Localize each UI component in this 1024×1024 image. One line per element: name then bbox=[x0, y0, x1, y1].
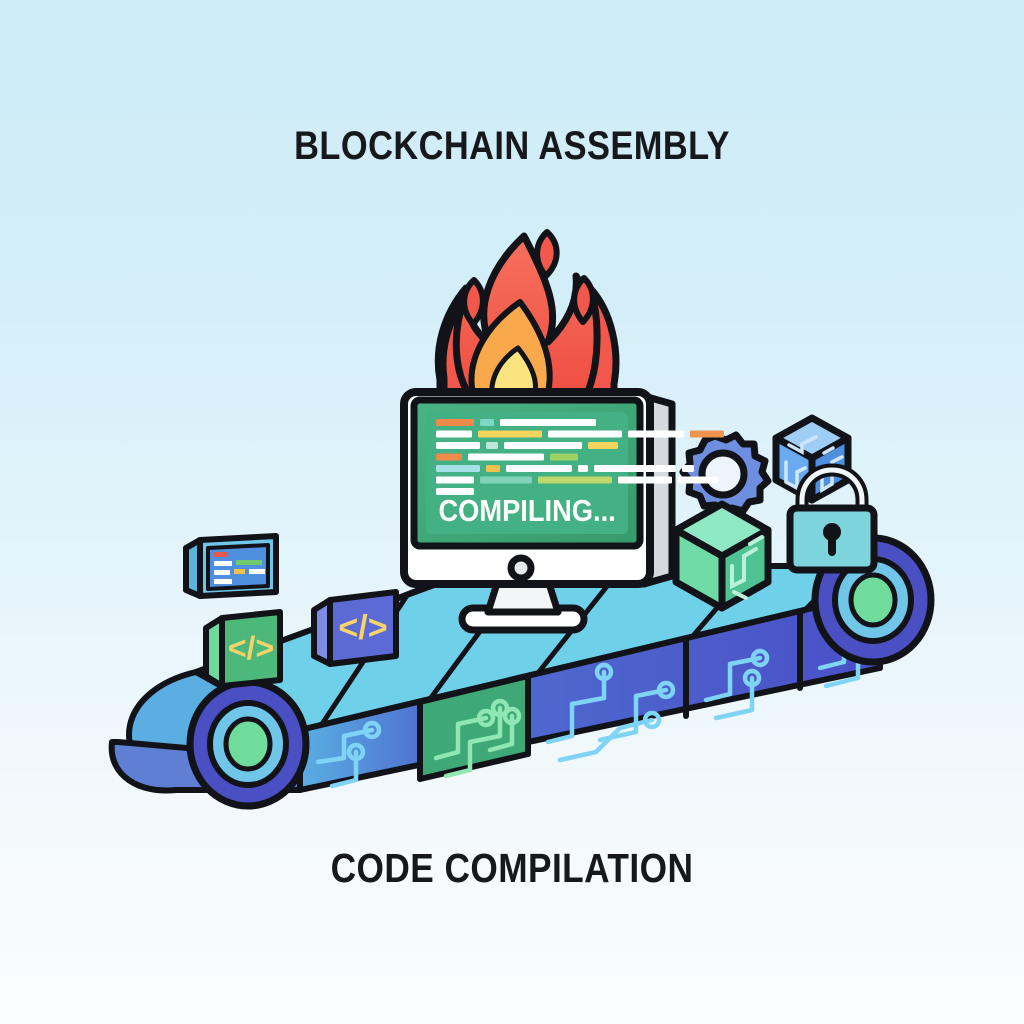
cube-green-traces bbox=[730, 535, 764, 600]
code-line-segment bbox=[578, 465, 588, 472]
page-title-bottom: CODE COMPILATION bbox=[330, 845, 694, 891]
code-block-blue: </> bbox=[311, 589, 399, 667]
code-line-segment bbox=[436, 476, 474, 484]
code-line-segment bbox=[550, 453, 578, 461]
code-block-blue-glyph: </> bbox=[338, 609, 387, 647]
lock-icon bbox=[786, 463, 878, 574]
code-block-green: </> bbox=[203, 609, 283, 689]
flame-icon bbox=[434, 229, 620, 400]
conveyor-belt bbox=[108, 534, 935, 810]
code-line-segment bbox=[436, 430, 472, 438]
belt-segment-dividers bbox=[417, 609, 803, 782]
code-line-segment bbox=[436, 465, 480, 472]
code-line-segment bbox=[548, 430, 622, 438]
code-line-segment bbox=[468, 453, 544, 461]
code-line-segment bbox=[480, 476, 532, 484]
screen-code-lines bbox=[436, 419, 724, 495]
belt-circuit-traces bbox=[315, 633, 861, 789]
flame-spark-top bbox=[534, 229, 560, 279]
code-line-segment bbox=[436, 419, 474, 426]
code-line-segment bbox=[478, 430, 542, 438]
code-block-green-glyph: </> bbox=[228, 630, 274, 666]
code-line-segment bbox=[486, 442, 498, 449]
code-line-segment bbox=[538, 476, 612, 484]
code-line-segment bbox=[480, 419, 494, 426]
cube-blue-traces bbox=[784, 435, 844, 494]
green-block-cube bbox=[672, 500, 772, 612]
flame-spark-right bbox=[571, 275, 596, 325]
code-line-segment bbox=[486, 465, 500, 472]
blue-block-cube bbox=[772, 414, 852, 504]
code-line-segment bbox=[588, 442, 618, 449]
monitor: COMPILING... bbox=[400, 388, 724, 634]
lock-shackle-inner bbox=[799, 467, 865, 521]
code-line-segment bbox=[436, 453, 462, 461]
code-line-segment bbox=[436, 488, 474, 495]
code-line-segment bbox=[594, 465, 676, 472]
code-line-segment bbox=[436, 442, 480, 449]
roller-left bbox=[186, 678, 310, 810]
belt-green-nodes bbox=[476, 698, 522, 728]
power-button[interactable] bbox=[507, 554, 535, 582]
code-line-segment bbox=[678, 476, 718, 484]
code-line-segment bbox=[504, 442, 582, 449]
roller-right bbox=[811, 534, 935, 666]
code-block-blue-face bbox=[327, 589, 399, 667]
code-line-segment bbox=[628, 430, 684, 438]
belt-green-traces bbox=[433, 705, 515, 779]
compiling-status-text: COMPILING... bbox=[438, 494, 615, 528]
code-tablet bbox=[183, 533, 279, 599]
page-title-top: BLOCKCHAIN ASSEMBLY bbox=[294, 124, 730, 168]
code-line-segment bbox=[500, 419, 596, 426]
gear-hole bbox=[698, 449, 748, 499]
code-block-green-face bbox=[219, 609, 283, 689]
tablet-code-bars bbox=[214, 552, 265, 584]
flame-spark-left bbox=[461, 277, 486, 327]
gear-icon bbox=[679, 431, 772, 517]
code-line-segment bbox=[690, 430, 724, 438]
code-line-segment bbox=[618, 476, 672, 484]
code-line-segment bbox=[506, 465, 572, 472]
code-line-segment bbox=[682, 465, 694, 472]
